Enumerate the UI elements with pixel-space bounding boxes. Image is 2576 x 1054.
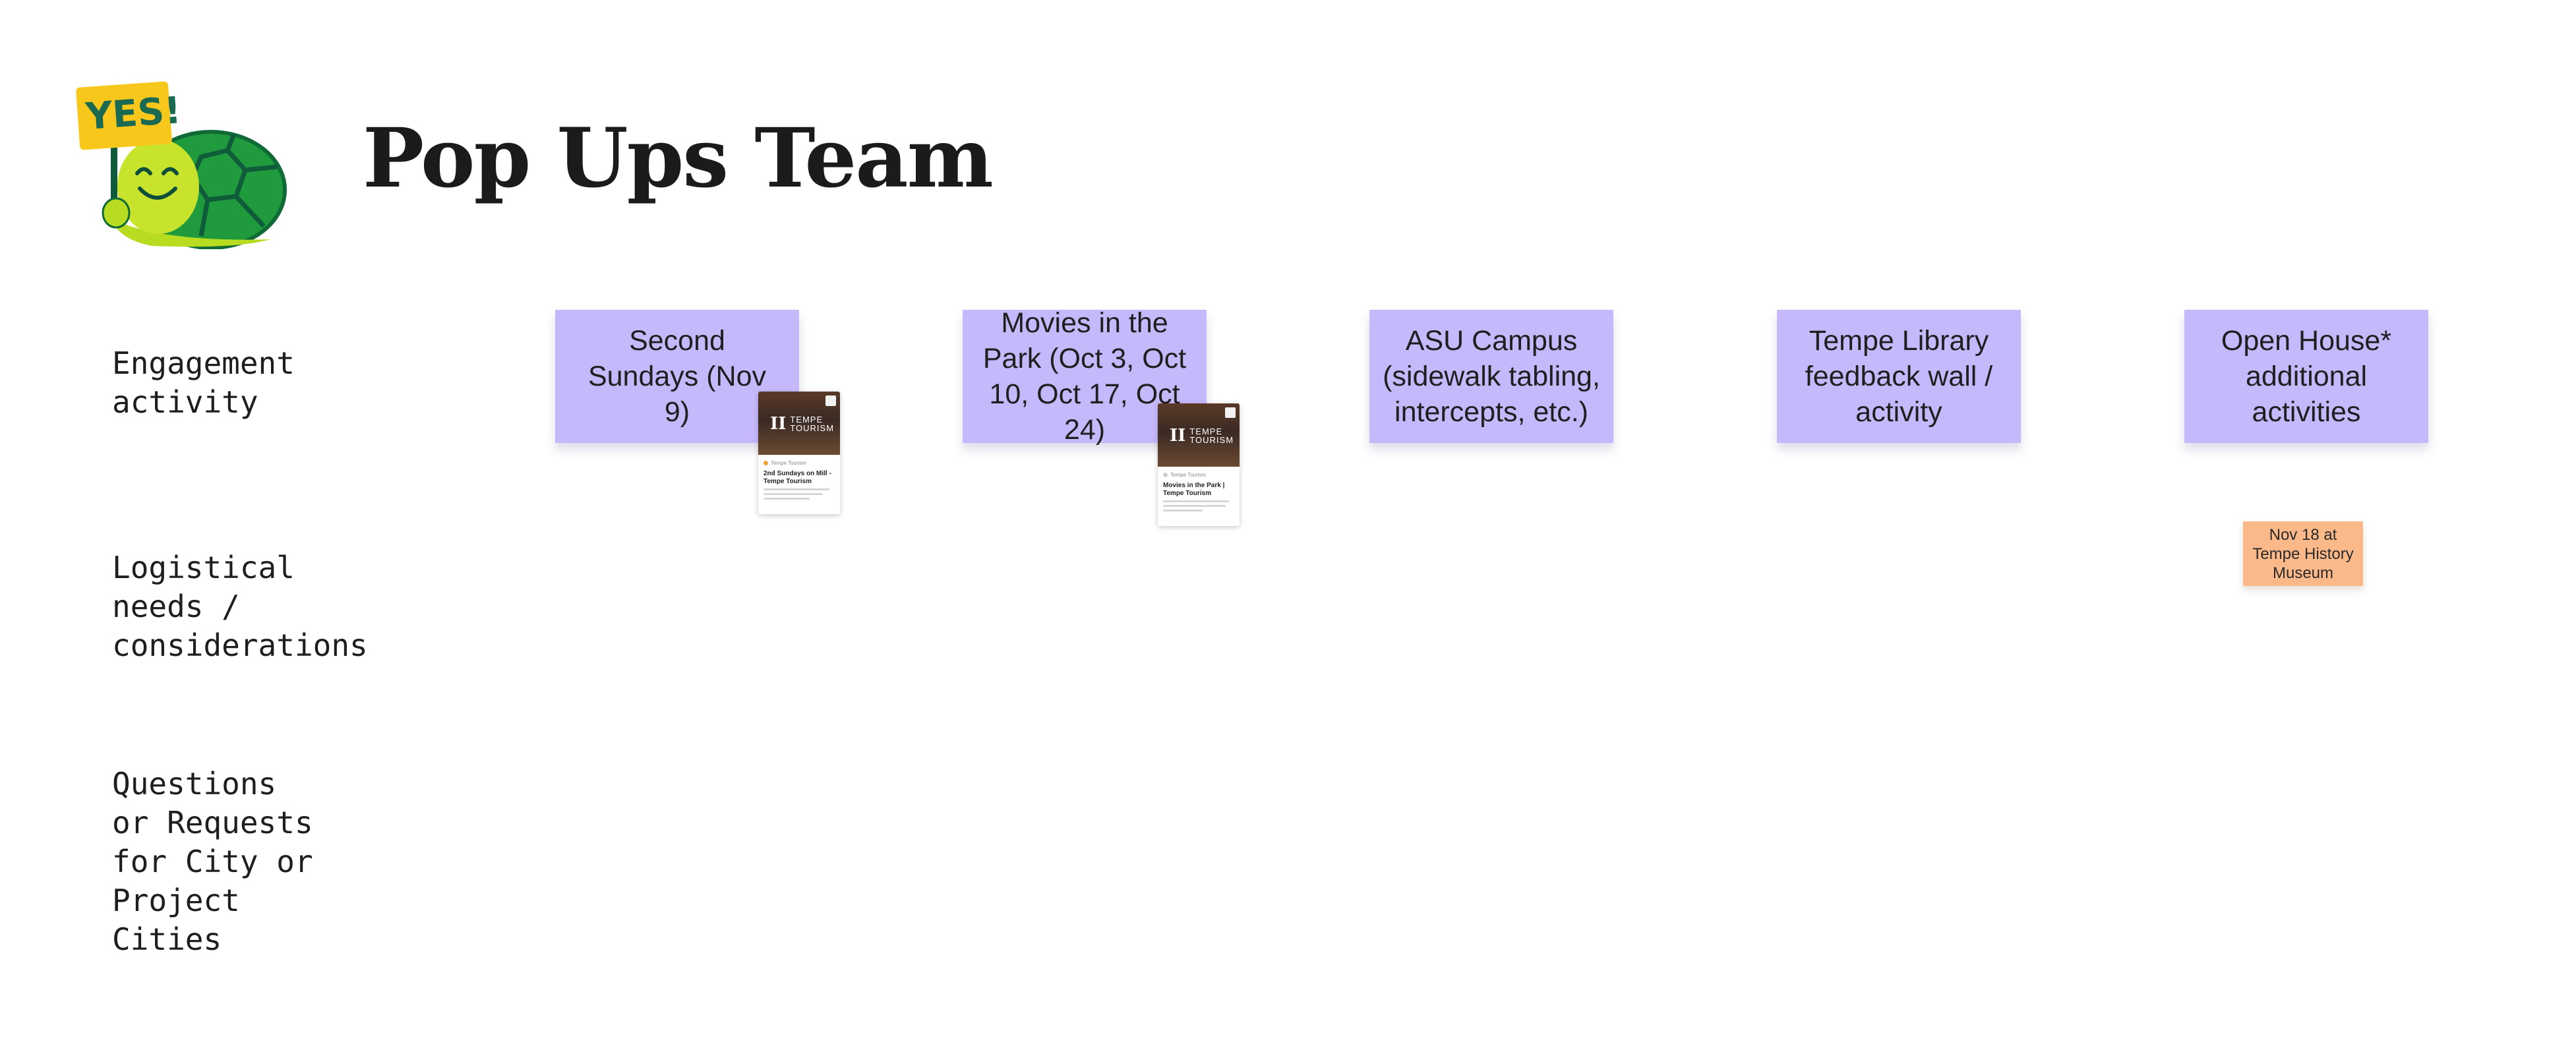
link-card-description-line (1163, 500, 1229, 502)
link-card-description-line (1163, 510, 1203, 512)
link-card-description-line (764, 488, 829, 490)
tempe-tourism-logo: II TEMPE TOURISM (1170, 426, 1234, 446)
link-card-description-line (1163, 505, 1226, 507)
sticky-note-text: Tempe Library feedback wall / activity (1787, 323, 2010, 430)
link-card-title: 2nd Sundays on Mill - Tempe Tourism (758, 466, 840, 486)
turtle-mascot: YES! (73, 78, 290, 249)
logo-text: TEMPE TOURISM (790, 415, 834, 432)
expand-icon[interactable] (825, 395, 836, 406)
sticky-note-asu-campus[interactable]: ASU Campus (sidewalk tabling, intercepts… (1369, 310, 1613, 443)
sticky-note-tempe-library[interactable]: Tempe Library feedback wall / activity (1777, 310, 2021, 443)
sticky-note-text: Second Sundays (Nov 9) (566, 323, 789, 430)
sticky-note-open-house[interactable]: Open House* additional activities (2184, 310, 2428, 443)
logo-text: TEMPE TOURISM (1189, 427, 1234, 444)
link-card-movies-in-the-park[interactable]: II TEMPE TOURISM Tempe Tourism Movies in… (1158, 403, 1240, 526)
link-card-source: Tempe Tourism (1158, 467, 1240, 478)
mascot-sign-text: YES! (84, 89, 183, 138)
link-card-source: Tempe Tourism (758, 455, 840, 466)
page-title: Pop Ups Team (363, 111, 992, 206)
favicon-icon (764, 461, 768, 465)
sticky-note-text: Open House* additional activities (2195, 323, 2418, 430)
link-card-description-line (764, 493, 823, 495)
favicon-icon (1163, 473, 1168, 477)
expand-icon[interactable] (1225, 407, 1236, 418)
link-card-thumbnail: II TEMPE TOURISM (1158, 403, 1240, 467)
row-label-engagement: Engagement activity (112, 344, 295, 422)
link-card-thumbnail: II TEMPE TOURISM (758, 392, 840, 455)
link-card-second-sundays[interactable]: II TEMPE TOURISM Tempe Tourism 2nd Sunda… (758, 392, 840, 514)
sticky-note-nov-18[interactable]: Nov 18 at Tempe History Museum (2243, 521, 2363, 586)
row-label-logistics: Logistical needs / considerations (112, 548, 368, 665)
sticky-note-text: ASU Campus (sidewalk tabling, intercepts… (1380, 323, 1603, 430)
row-label-questions: Questions or Requests for City or Projec… (112, 765, 313, 959)
tempe-tourism-logo: II TEMPE TOURISM (770, 414, 834, 434)
link-card-description-line (764, 498, 810, 500)
sticky-note-text: Nov 18 at Tempe History Museum (2248, 525, 2358, 583)
link-card-title: Movies in the Park | Tempe Tourism (1158, 478, 1240, 498)
